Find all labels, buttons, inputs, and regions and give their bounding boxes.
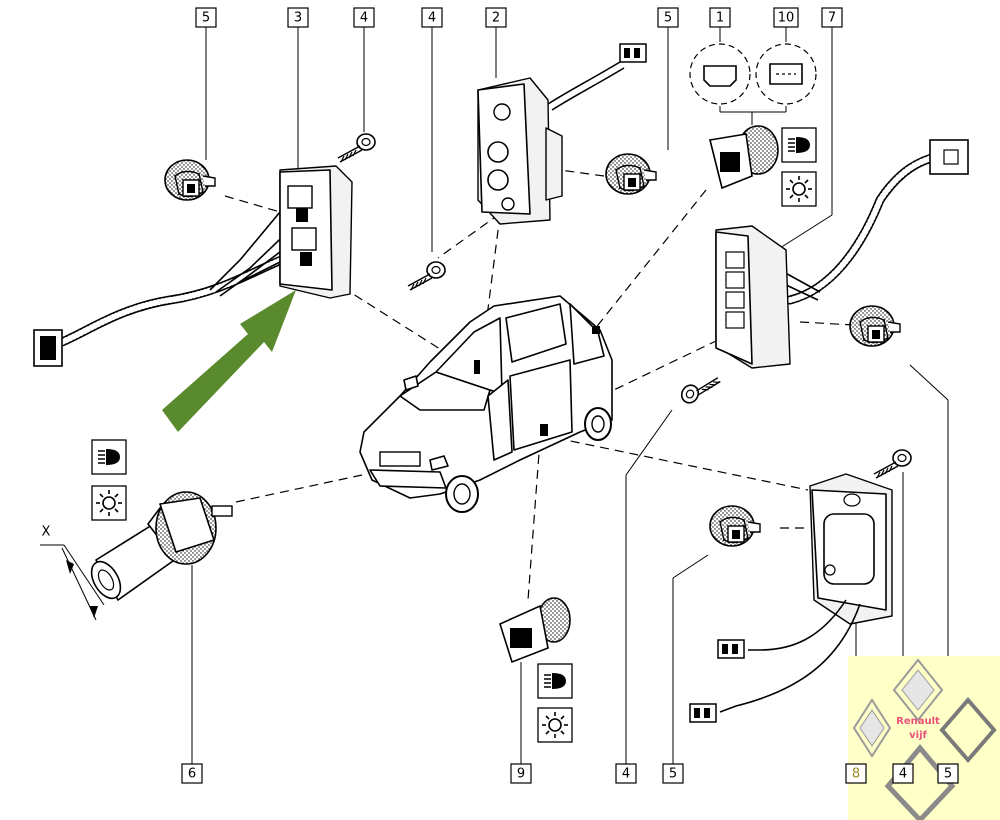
bulb-icon	[781, 171, 817, 207]
callout-bottom-5b: 5	[937, 763, 959, 784]
headlamp-beam-icon	[91, 439, 127, 475]
svg-text:2: 2	[492, 11, 500, 26]
svg-text:9: 9	[517, 767, 525, 782]
svg-text:4: 4	[899, 767, 907, 782]
direction-arrow	[162, 290, 296, 432]
svg-text:4: 4	[428, 11, 436, 26]
bulb-holder-top-right	[709, 125, 779, 190]
renault-logo-icon	[892, 658, 944, 722]
callout-bottom-4b: 4	[892, 763, 914, 784]
callout-top-1: 1	[709, 7, 731, 28]
callout-top-3: 3	[287, 7, 309, 28]
bulb-holder-5-right	[849, 305, 901, 347]
bulb-detail-1	[689, 43, 751, 105]
vehicle-outline	[359, 295, 613, 513]
callout-bottom-5: 5	[662, 763, 684, 784]
svg-text:5: 5	[944, 767, 952, 782]
watermark-area: Renault vijf	[848, 656, 1000, 820]
lamp-unit-8	[689, 473, 893, 723]
renault-logo-icon	[939, 696, 997, 764]
callout-bottom-8: 8	[845, 763, 867, 784]
screw-4-top-center	[407, 261, 446, 291]
dimension-x-label: X	[42, 525, 51, 540]
callout-top-2: 2	[485, 7, 507, 28]
screw-4-right	[677, 364, 723, 413]
callout-top-5a: 5	[195, 7, 217, 28]
screw-4-top-left	[337, 133, 376, 163]
bulb-icon	[91, 485, 127, 521]
dimension-x	[40, 544, 105, 621]
svg-text:4: 4	[622, 767, 630, 782]
callout-bottom-4: 4	[615, 763, 637, 784]
headlamp-beam-icon	[781, 127, 817, 163]
callout-top-10: 10	[773, 7, 799, 28]
headlamp-beam-icon	[537, 663, 573, 699]
callout-bottom-9: 9	[510, 763, 532, 784]
svg-text:8: 8	[852, 767, 860, 782]
watermark-text-line2: vijf	[909, 730, 927, 741]
callout-top-5b: 5	[657, 7, 679, 28]
svg-text:4: 4	[360, 11, 368, 26]
svg-text:3: 3	[294, 11, 302, 26]
bulb-holder-9	[499, 597, 571, 664]
bulb-holder-5-bottom-right	[709, 505, 761, 547]
callout-bottom-6: 6	[181, 763, 203, 784]
watermark-text-line1: Renault	[896, 716, 940, 727]
callout-top-7: 7	[821, 7, 843, 28]
fog-lamp-6	[90, 491, 233, 601]
bulb-holder-5-top-left	[164, 159, 216, 201]
renault-logo-icon	[852, 698, 892, 758]
svg-text:1: 1	[716, 11, 724, 26]
svg-text:10: 10	[778, 11, 795, 26]
rear-lamp-unit-7	[715, 139, 969, 369]
svg-text:6: 6	[188, 767, 196, 782]
bulb-detail-10	[755, 43, 817, 105]
callout-top-4a: 4	[353, 7, 375, 28]
svg-text:7: 7	[828, 11, 836, 26]
bulb-holder-5-top-right	[605, 153, 657, 195]
rear-lamp-unit-3	[33, 165, 353, 367]
svg-text:5: 5	[669, 767, 677, 782]
svg-text:5: 5	[664, 11, 672, 26]
bulb-icon	[537, 707, 573, 743]
callout-top-4b: 4	[421, 7, 443, 28]
plate-light-2	[477, 43, 647, 225]
svg-text:5: 5	[202, 11, 210, 26]
screw-4-bottom-right	[873, 449, 912, 479]
